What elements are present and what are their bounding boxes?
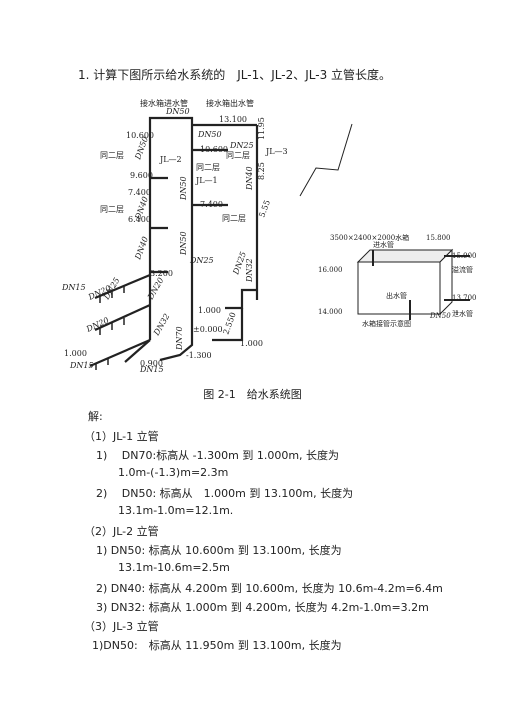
same-floor-4: 同二层 xyxy=(100,205,124,214)
question-text: 1. 计算下图所示给水系统的 JL-1、JL-2、JL-3 立管长度。 xyxy=(78,68,392,82)
tank-13700: 13.700 xyxy=(452,294,477,302)
elev-3200: 3.200 xyxy=(150,269,173,278)
dn50-top: DN50 xyxy=(165,107,190,116)
elev-1000c: 1.000 xyxy=(64,349,87,358)
tank-subcaption: 水箱接管示意图 xyxy=(362,319,411,328)
solution-2: （2）JL-2 立管 xyxy=(84,525,159,538)
solution-1b: 2) DN50: 标高从 1.000m 到 13.100m, 长度为 xyxy=(96,487,354,500)
elev-5550: 5.55 xyxy=(257,199,272,219)
elev-9600: 9.600 xyxy=(130,171,153,180)
tank-inlet: 进水管 xyxy=(373,240,394,249)
solution-3a: 1)DN50: 标高从 11.950m 到 13.100m, 长度为 xyxy=(92,639,342,652)
elev-6400: 6.400 xyxy=(128,215,151,224)
tank-15900: 15.900 xyxy=(452,252,477,260)
elev-10600b: 10.600 xyxy=(126,131,154,140)
solution-2c: 3) DN32: 标高从 1.000m 到 4.200m, 长度为 4.2m-1… xyxy=(96,601,429,614)
elev-13100: 13.100 xyxy=(219,115,247,124)
same-floor-1: 同二层 xyxy=(100,151,124,160)
elev-7400b: 7.400 xyxy=(128,188,151,197)
tank-outlet: 出水管 xyxy=(386,291,407,300)
label-inlet: 接水箱进水管 xyxy=(140,98,188,108)
pipe-network xyxy=(89,116,259,368)
dn50-jl1-mid: DN50 xyxy=(179,176,188,201)
elev-1000a: 1.000 xyxy=(198,306,221,315)
solution-head: 解: xyxy=(88,410,103,423)
dn40-jl2b: DN40 xyxy=(133,235,150,261)
label-jl3: JL—3 xyxy=(265,147,288,156)
elev-1000b: 1.000 xyxy=(240,339,263,348)
elev-0900: 0.900 xyxy=(140,359,163,368)
tank-15800: 15.800 xyxy=(426,234,451,242)
elev-10600a: 10.600 xyxy=(200,145,228,154)
fixture-ticks xyxy=(95,286,125,370)
tank-14000: 14.000 xyxy=(318,308,343,316)
solution-2a: 1) DN50: 标高从 10.600m 到 13.100m, 长度为 xyxy=(96,544,342,557)
label-outlet: 接水箱出水管 xyxy=(206,98,254,108)
solution-1b-result: 13.1m-1.0m=12.1m. xyxy=(118,504,234,517)
tank-drain: 泄水管 xyxy=(452,309,473,318)
dn15-a: DN15 xyxy=(61,283,86,292)
dn50-jl1-low: DN50 xyxy=(179,231,188,256)
same-floor-5: 同二层 xyxy=(222,214,246,223)
same-floor-3: 同二层 xyxy=(196,163,220,172)
dn20-c: DN20 xyxy=(145,276,165,302)
dn32-a: DN32 xyxy=(151,312,171,338)
label-jl2: JL—2 xyxy=(159,155,182,164)
figure-caption: 图 2-1 给水系统图 xyxy=(203,388,302,401)
solution-1: （1）JL-1 立管 xyxy=(84,430,159,443)
dn25-mid: DN25 xyxy=(189,256,214,265)
solution-3: （3）JL-3 立管 xyxy=(84,620,159,633)
elev-0000: ±0.000 xyxy=(193,325,223,334)
water-tank-diagram: 3500×2400×2000水箱 进水管 15.800 15.900 溢流管 1… xyxy=(318,233,477,328)
tank-16000: 16.000 xyxy=(318,266,343,274)
solution-2a-result: 13.1m-10.6m=2.5m xyxy=(118,561,230,574)
elev-11950: 11.95 xyxy=(257,117,266,140)
water-supply-system-figure: 接水箱进水管 接水箱出水管 13.100 DN50 DN50 DN25 10.6… xyxy=(61,98,477,374)
tank-overflow: 溢流管 xyxy=(452,265,473,274)
same-floor-2: 同二层 xyxy=(226,151,250,160)
dn20-b: DN20 xyxy=(84,316,110,335)
elev-2550: 2.550 xyxy=(221,311,237,336)
dn15-b: DN15 xyxy=(69,361,94,370)
solution-2b: 2) DN40: 标高从 4.200m 到 10.600m, 长度为 10.6m… xyxy=(96,582,443,595)
tank-dn50: DN50 xyxy=(429,312,451,320)
solution-1a-result: 1.0m-(-1.3)m=2.3m xyxy=(118,466,229,479)
dn50-jl1: DN50 xyxy=(197,130,222,139)
tank-title: 3500×2400×2000水箱 xyxy=(330,233,409,242)
elev-7400a: 7.400 xyxy=(200,200,223,209)
elev-8250: 8.25 xyxy=(257,162,266,180)
sketch-line xyxy=(299,123,353,197)
dn32-jl3: DN32 xyxy=(245,258,254,283)
solution-1a: 1) DN70:标高从 -1.300m 到 1.000m, 长度为 xyxy=(96,449,340,462)
dn40-jl3: DN40 xyxy=(245,166,254,191)
dn70: DN70 xyxy=(175,326,184,351)
label-jl1: JL—1 xyxy=(195,176,218,185)
dn15-c: DN15 xyxy=(139,365,164,374)
elev-1300: -1.300 xyxy=(186,351,212,360)
dn25-jl3: DN25 xyxy=(229,141,254,150)
